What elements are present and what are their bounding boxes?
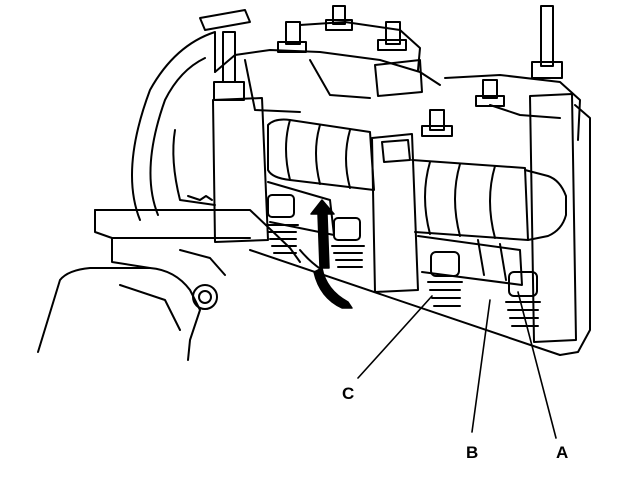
camshaft-bearing-caps — [212, 59, 577, 343]
head-studs — [213, 5, 563, 137]
valve-springs-left — [265, 194, 365, 271]
leader-line-c — [357, 295, 433, 379]
callout-leaders — [357, 291, 557, 439]
leader-line-a — [517, 291, 557, 439]
camshaft — [267, 118, 567, 241]
engine-block-casting — [37, 209, 301, 361]
callout-label-c: C — [342, 384, 354, 403]
rocker-arms — [267, 181, 523, 286]
cam-pulley-housing — [131, 9, 251, 221]
motion-arrow-icon — [310, 199, 353, 309]
leader-line-b — [471, 299, 491, 433]
callout-label-a: A — [556, 443, 568, 462]
callout-label-b: B — [466, 443, 478, 462]
